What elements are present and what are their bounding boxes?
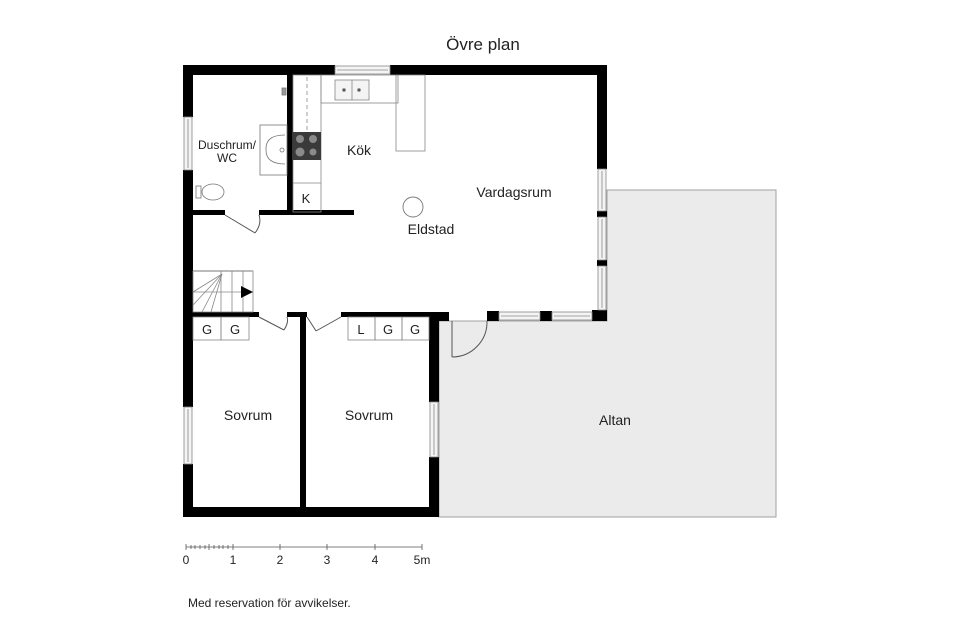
room-label-kitchen: Kök	[347, 142, 372, 158]
kitchen-island	[395, 74, 426, 152]
room-label-living-room: Vardagsrum	[476, 184, 551, 200]
counter-top	[320, 74, 399, 104]
wardrobes	[192, 316, 430, 341]
room-label-bathroom-2: WC	[217, 151, 237, 165]
scale-tick-label: 1	[230, 553, 237, 567]
room-label-bedroom-right: Sovrum	[345, 407, 393, 423]
wardrobe-label: G	[410, 322, 420, 337]
stair-direction-arrow-icon	[241, 286, 253, 298]
scale-tick-label: 2	[277, 553, 284, 567]
room-label-fireplace: Eldstad	[408, 221, 455, 237]
toilet-tank	[195, 185, 202, 199]
wardrobe-label: G	[383, 322, 393, 337]
scale-tick-label: 4	[372, 553, 379, 567]
plan-title: Övre plan	[446, 35, 520, 54]
linen-closet-label: L	[357, 322, 364, 337]
shower-head	[281, 87, 287, 96]
room-label-bedroom-left: Sovrum	[224, 407, 272, 423]
wardrobe-label: G	[202, 322, 212, 337]
fridge-label: K	[302, 191, 311, 206]
stove	[293, 132, 321, 160]
room-label-deck: Altan	[599, 412, 631, 428]
room-label-bathroom: Duschrum/	[198, 138, 257, 152]
windows	[183, 65, 607, 465]
walls	[183, 65, 607, 517]
deck-area	[438, 189, 777, 518]
wardrobe-label: G	[230, 322, 240, 337]
sink-basin	[265, 134, 286, 165]
doors	[224, 214, 488, 358]
scale-bar	[185, 544, 423, 550]
sink-counter	[259, 124, 288, 176]
disclaimer-text: Med reservation för avvikelser.	[188, 596, 351, 610]
fireplace-icon	[402, 196, 424, 218]
bathroom-fixtures	[195, 87, 288, 201]
scale-tick-label: 0	[183, 553, 190, 567]
toilet-bowl	[201, 183, 225, 201]
scale-tick-label: 3	[324, 553, 331, 567]
scale-tick-label: 5m	[414, 553, 431, 567]
